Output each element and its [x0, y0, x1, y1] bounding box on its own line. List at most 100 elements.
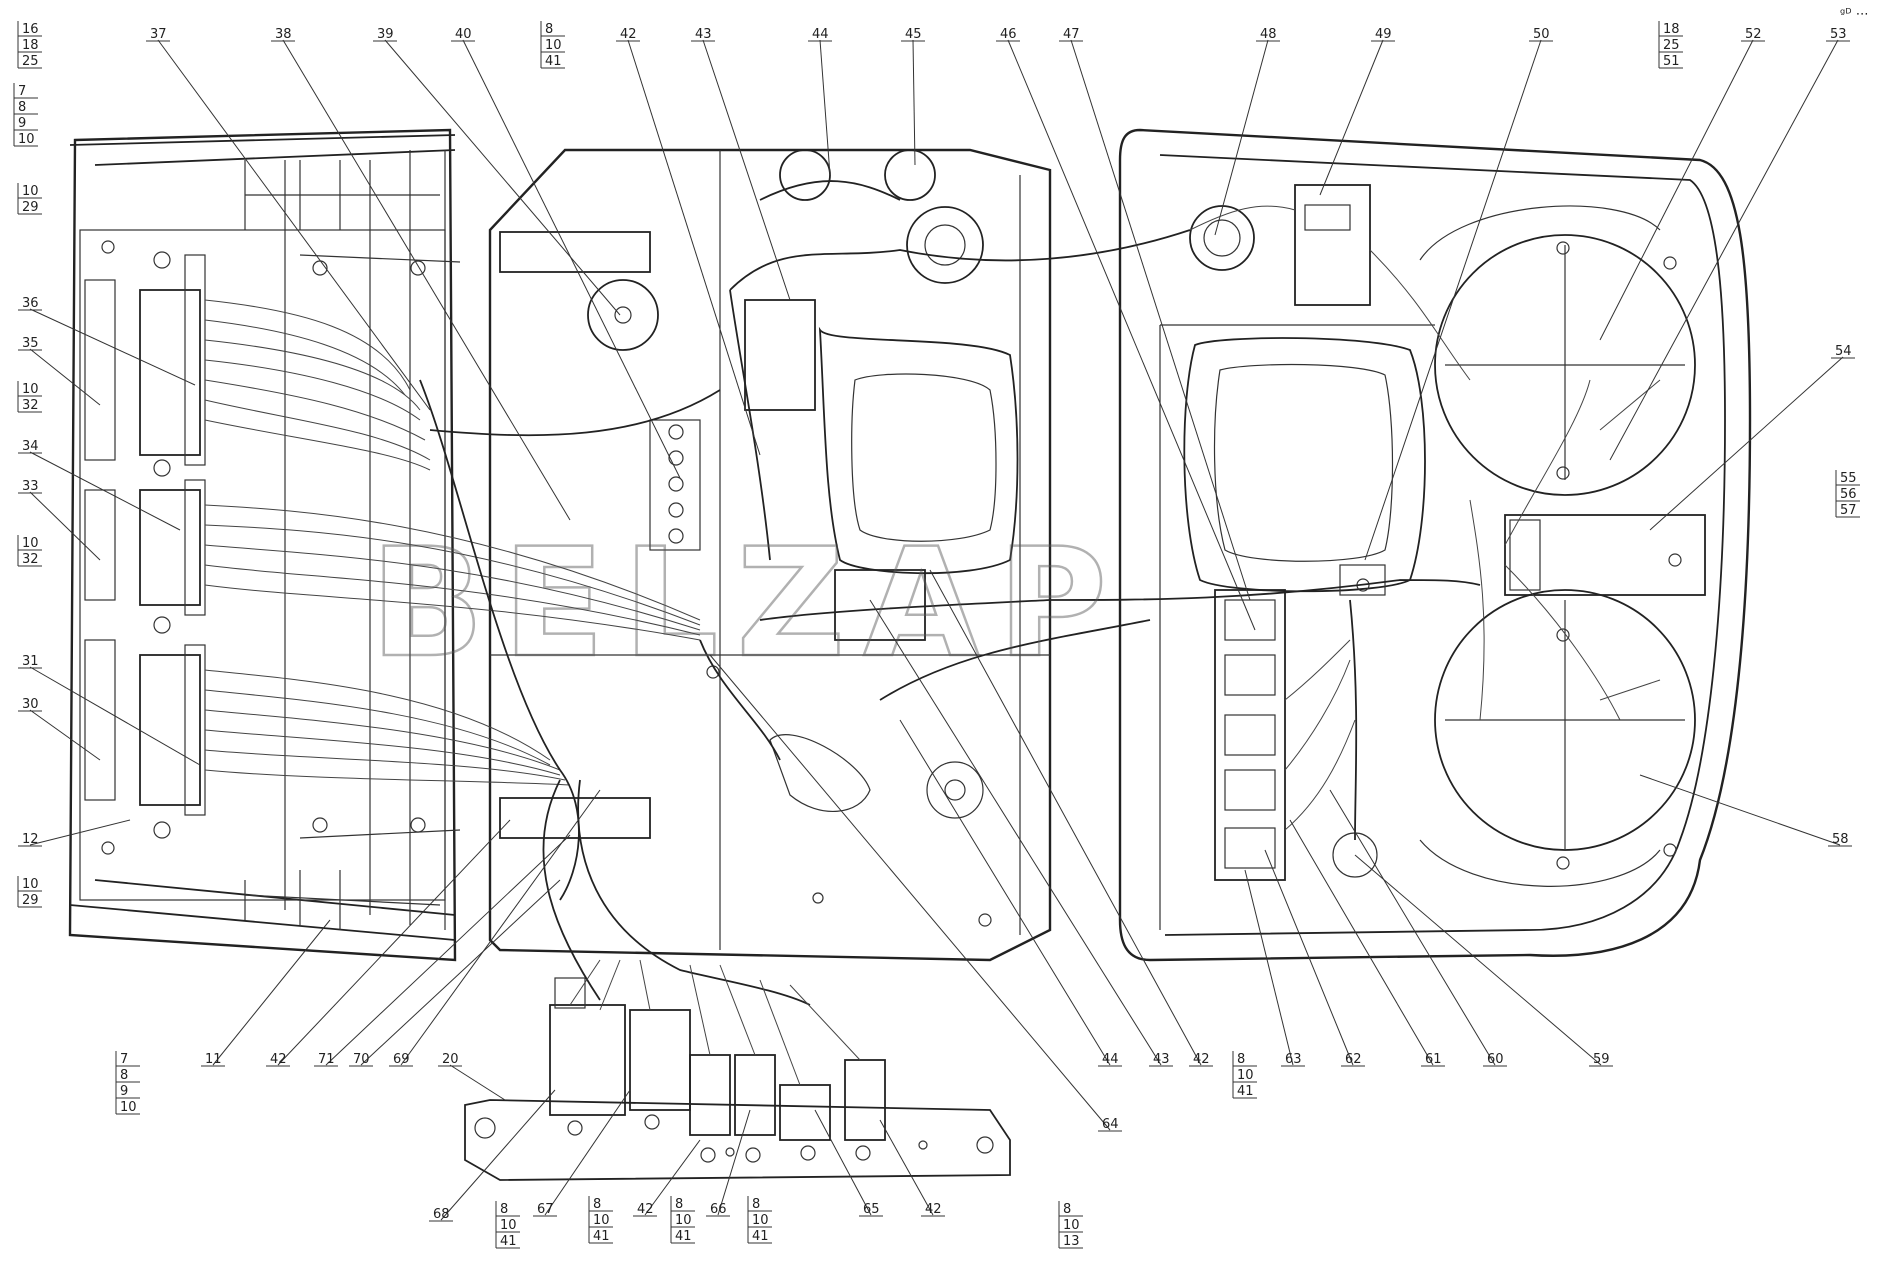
stack-item: 10 [22, 184, 39, 199]
callout-l49: 49 [1375, 27, 1392, 42]
stack-item: 29 [22, 200, 39, 215]
stack-item: 18 [1663, 22, 1680, 37]
leader-line-l63 [1244, 869, 1294, 1066]
stack-item: 10 [22, 536, 39, 551]
callout-l71: 71 [318, 1052, 335, 1067]
callout-l66: 66 [710, 1202, 727, 1217]
leader-line-l53 [1609, 39, 1839, 461]
callout-l11: 11 [205, 1052, 222, 1067]
leader-line-l39 [384, 39, 621, 316]
leader-line-l69 [400, 789, 601, 1066]
callout-stacks: 1618257891010291032103210298104118255155… [13, 21, 1860, 1249]
stack-item: 9 [18, 116, 26, 131]
leader-line-l50 [1364, 39, 1542, 561]
leader-line-l43a [702, 39, 791, 301]
stack-item: 10 [500, 1218, 517, 1233]
stack-item: 10 [120, 1100, 137, 1115]
stack-item: 55 [1840, 471, 1857, 486]
leader-line-l36 [29, 308, 196, 386]
leader-line-l42e [879, 1119, 934, 1216]
callout-l50: 50 [1533, 27, 1550, 42]
stack-item: 8 [120, 1068, 128, 1083]
leader-line-l30 [29, 709, 101, 761]
stack-item: 25 [22, 54, 39, 69]
leader-line-l68 [440, 1089, 556, 1221]
callout-l44b: 44 [1102, 1052, 1119, 1067]
stack-item: 10 [675, 1213, 692, 1228]
stack-item: 8 [500, 1202, 508, 1217]
stack-item: 41 [1237, 1084, 1254, 1099]
leader-line-l33 [29, 491, 101, 561]
leader-line-l47 [1070, 39, 1251, 601]
callout-l45: 45 [905, 27, 922, 42]
stack-item: 8 [752, 1197, 760, 1212]
leader-line-l42a [627, 39, 761, 456]
stack-item: 18 [22, 38, 39, 53]
callout-l54: 54 [1835, 344, 1852, 359]
leader-line-l58 [1639, 774, 1841, 846]
callout-l42d: 42 [637, 1202, 654, 1217]
stack-item: 10 [752, 1213, 769, 1228]
callout-l67: 67 [537, 1202, 554, 1217]
stack-item: 7 [18, 84, 26, 99]
stack-item: 41 [752, 1229, 769, 1244]
stack-item: 8 [675, 1197, 683, 1212]
callout-l48: 48 [1260, 27, 1277, 42]
callout-l31: 31 [22, 654, 39, 669]
callout-l44a: 44 [812, 27, 829, 42]
callout-l20: 20 [442, 1052, 459, 1067]
stack-item: 8 [18, 100, 26, 115]
stack-item: 57 [1840, 503, 1857, 518]
callout-l34: 34 [22, 439, 39, 454]
callout-l62: 62 [1345, 1052, 1362, 1067]
stack-item: 51 [1663, 54, 1680, 69]
stack-item: 10 [22, 877, 39, 892]
leader-line-l12 [29, 819, 131, 846]
leader-line-l71 [325, 834, 571, 1066]
callout-l37: 37 [150, 27, 167, 42]
leader-line-l31 [29, 666, 201, 766]
callout-l36: 36 [22, 296, 39, 311]
leader-line-l40 [462, 39, 681, 479]
callout-l42c: 42 [1193, 1052, 1210, 1067]
leader-line-l67 [544, 1089, 631, 1216]
stack-item: 10 [545, 38, 562, 53]
callout-l60: 60 [1487, 1052, 1504, 1067]
leader-line-l64 [709, 654, 1111, 1131]
watermark-text: BELZAP [370, 517, 1125, 691]
leader-line-l45 [912, 39, 916, 166]
stack-item: 25 [1663, 38, 1680, 53]
callout-l53: 53 [1830, 27, 1847, 42]
stack-item: 10 [593, 1213, 610, 1228]
leader-line-l20 [449, 1064, 506, 1101]
leader-line-l37 [157, 39, 431, 411]
leader-lines [29, 39, 1844, 1221]
callout-l42a: 42 [620, 27, 637, 42]
leader-line-l43b [869, 599, 1162, 1066]
callout-l30: 30 [22, 697, 39, 712]
leader-line-l35 [29, 348, 101, 406]
leader-line-l49 [1319, 39, 1384, 196]
stack-item: 8 [1063, 1202, 1071, 1217]
stack-item: 8 [1237, 1052, 1245, 1067]
callout-l35: 35 [22, 336, 39, 351]
callout-l42b: 42 [270, 1052, 287, 1067]
instrument-panel-left [68, 128, 461, 962]
right-console [1118, 128, 1752, 962]
wire-harnesses [204, 180, 1661, 1086]
stack-item: 41 [545, 54, 562, 69]
leader-line-l48 [1214, 39, 1269, 236]
callout-l64: 64 [1102, 1117, 1119, 1132]
